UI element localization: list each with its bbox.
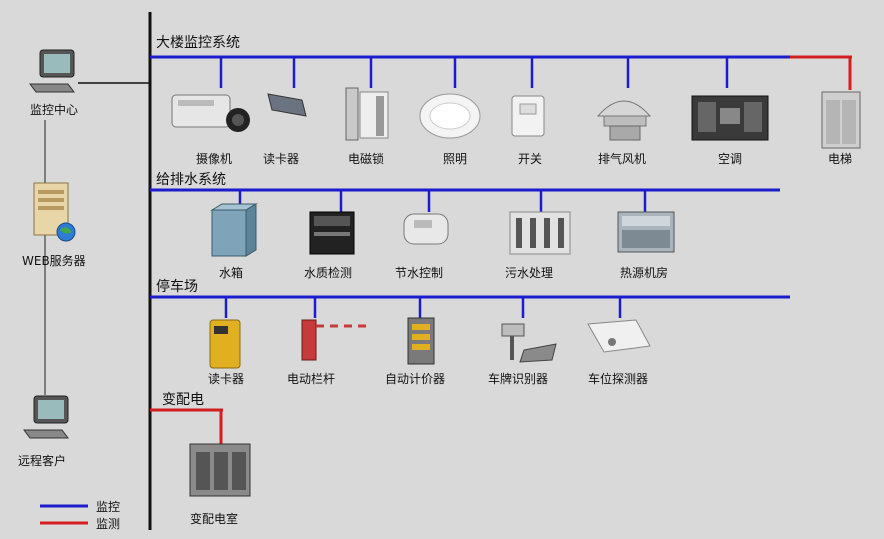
- device-label-mag-lock: 电磁锁: [348, 152, 385, 166]
- auto-meter-icon: [407, 317, 435, 365]
- camera-icon: [171, 94, 250, 132]
- device-label-sewage: 污水处理: [505, 266, 554, 280]
- monitor-center-label: 监控中心: [30, 103, 79, 117]
- parking-card-reader-icon: [209, 319, 241, 369]
- section-title-building: 大楼监控系统: [156, 35, 240, 51]
- device-label-camera: 摄像机: [196, 152, 233, 166]
- exhaust-fan-icon: [596, 100, 652, 141]
- device-label-card-reader: 读卡器: [263, 152, 300, 166]
- device-label-tank: 水箱: [219, 266, 244, 280]
- remote-computer-icon: [23, 395, 69, 439]
- device-label-space-detector: 车位探测器: [588, 372, 649, 386]
- device-label-elevator: 电梯: [828, 152, 853, 166]
- device-label-park-reader: 读卡器: [208, 372, 245, 386]
- server-icon: [33, 182, 76, 242]
- space-detector-icon: [587, 319, 651, 353]
- card-reader-icon: [267, 93, 307, 117]
- device-label-lighting: 照明: [443, 152, 468, 166]
- lighting-icon: [419, 93, 481, 139]
- computer-icon: [29, 49, 75, 93]
- elevator-icon: [821, 91, 861, 149]
- switch-icon: [511, 95, 545, 137]
- section-title-water: 给排水系统: [156, 172, 226, 188]
- sewage-treatment-icon: [509, 211, 571, 255]
- remote-client-label: 远程客户: [18, 454, 67, 468]
- device-label-ac: 空调: [718, 152, 743, 166]
- section-title-parking: 停车场: [156, 279, 198, 295]
- device-label-heat-room: 热源机房: [620, 266, 669, 280]
- device-label-water-saving: 节水控制: [395, 266, 444, 280]
- water-quality-icon: [309, 211, 355, 255]
- water-saving-icon: [403, 213, 449, 245]
- legend-monitor-label: 监控: [96, 500, 121, 514]
- plate-recognition-icon: [501, 323, 557, 363]
- magnetic-lock-icon: [345, 87, 389, 141]
- barrier-gate-icon: [301, 319, 368, 361]
- legend-detect-label: 监测: [96, 517, 121, 531]
- device-label-switch: 开关: [518, 152, 543, 166]
- substation-room-icon: [189, 443, 251, 497]
- water-tank-icon: [210, 203, 258, 257]
- device-label-water-quality: 水质检测: [304, 266, 353, 280]
- web-server-label: WEB服务器: [22, 254, 86, 268]
- device-label-substation: 变配电室: [190, 512, 239, 526]
- device-label-plate: 车牌识别器: [488, 372, 549, 386]
- section-title-power: 变配电: [162, 392, 204, 408]
- device-label-barrier: 电动栏杆: [287, 372, 336, 386]
- heat-source-room-icon: [617, 211, 675, 253]
- device-label-meter: 自动计价器: [385, 372, 446, 386]
- device-label-exhaust-fan: 排气风机: [598, 152, 647, 166]
- air-conditioner-icon: [691, 95, 769, 141]
